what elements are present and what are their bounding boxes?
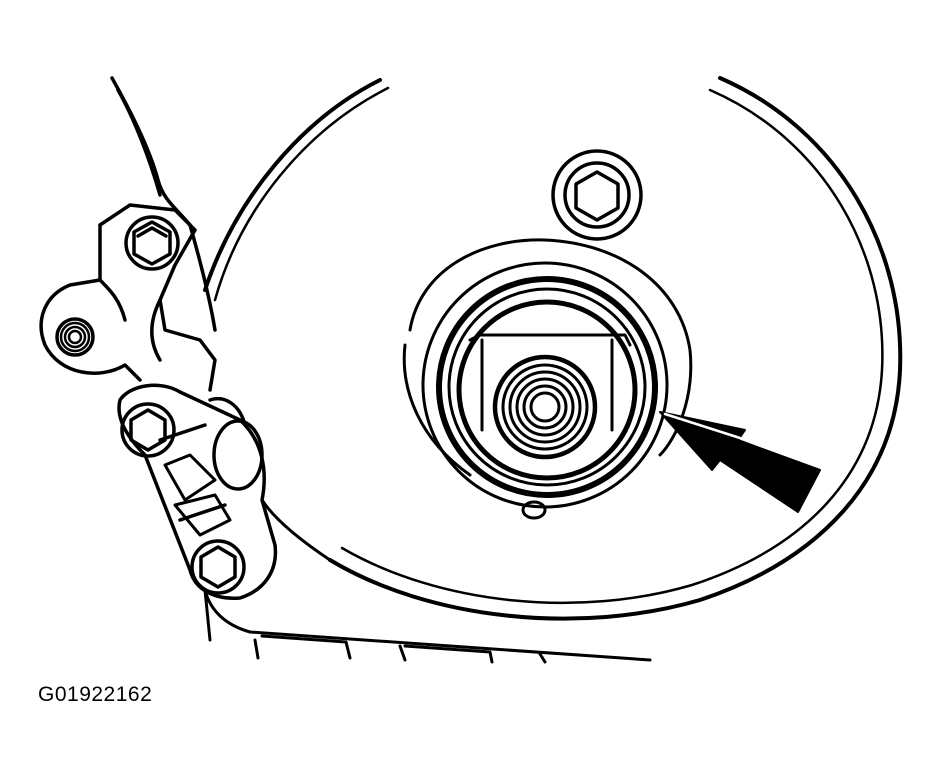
housing-outline [203,76,903,621]
mounting-bracket [39,203,217,392]
block-bottom-edge [203,588,652,664]
link-bushing-icon [208,397,264,491]
figure-code: G01922162 [38,683,153,706]
crank-seal-rings [402,238,693,509]
link-bolt-upper-icon [120,402,176,458]
link-bolt-lower-icon [190,539,246,595]
locating-pin-icon [521,500,547,520]
hex-bolt-icon [124,215,180,271]
top-bolt-icon [551,149,643,241]
indicator-arrow-icon [659,411,821,513]
threaded-hole-icon [55,317,95,357]
link-arm [117,383,278,600]
crank-bore-icon [492,354,598,460]
